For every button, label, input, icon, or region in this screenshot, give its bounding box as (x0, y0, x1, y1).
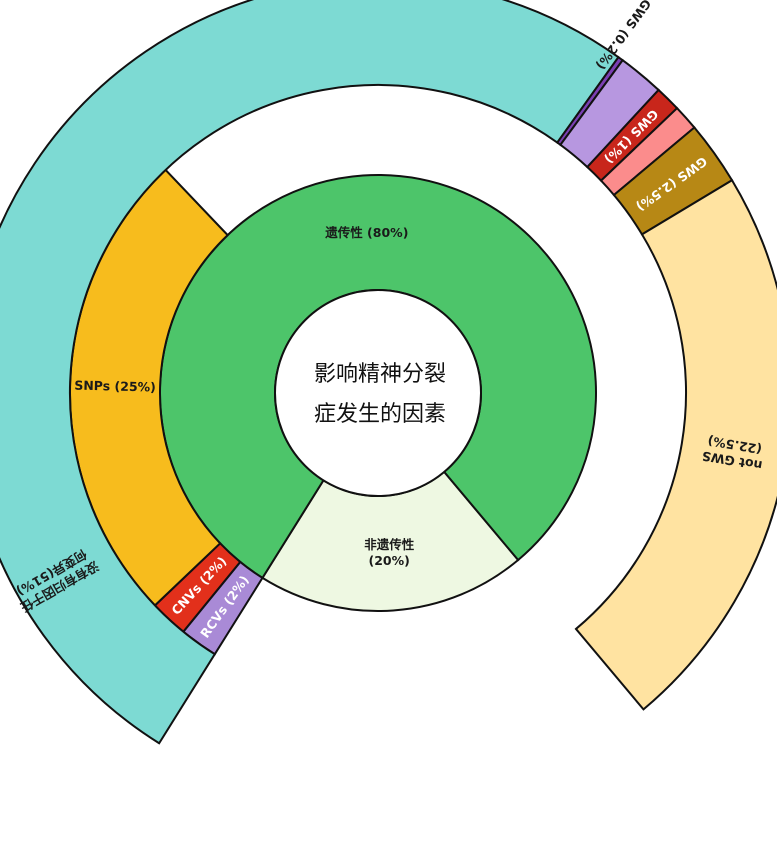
outer-ring-slice-segment (0, 0, 620, 745)
center-label-line-1: 影响精神分裂 (314, 362, 446, 387)
center-hole (274, 289, 482, 497)
outer-ring-slice-not-gws (574, 178, 777, 711)
label-20: 非遗传性(20%) (364, 537, 415, 568)
center-label-line-2: 症发生的因素 (314, 402, 446, 427)
label-80: 遗传性 (80%) (324, 225, 408, 240)
label-snps-25: SNPs (25%) (74, 378, 156, 395)
